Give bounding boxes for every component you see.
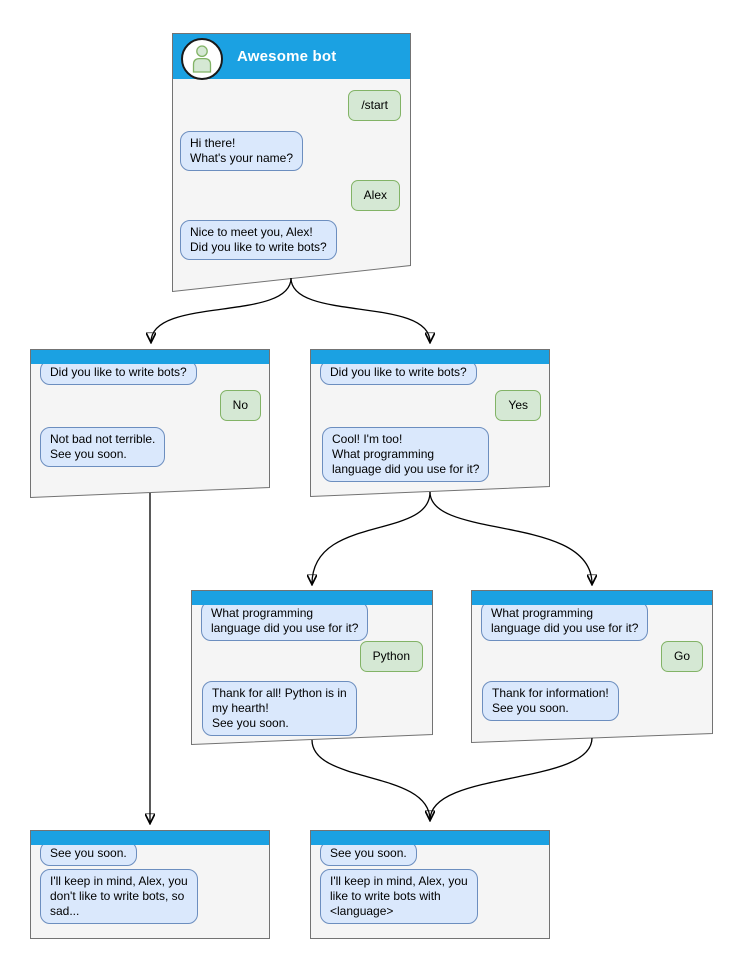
arrow-python-to-end-yes: [311, 739, 430, 820]
chat-window-main: Awesome bot /start Hi there! What's your…: [172, 33, 411, 292]
message-bubble-bot: Cool! I'm too! What programming language…: [322, 427, 490, 482]
window-header: [311, 350, 549, 364]
message-bubble-user: Python: [359, 641, 423, 672]
arrow-go-to-end-yes: [429, 737, 593, 821]
message-bubble-user: /start: [348, 90, 401, 121]
chat-window-end-yes: See you soon. I'll keep in mind, Alex, y…: [310, 830, 550, 939]
chat-window-end-no: See you soon. I'll keep in mind, Alex, y…: [30, 830, 270, 939]
message-bubble-bot: Not bad not terrible. See you soon.: [40, 427, 166, 467]
arrow-yes-to-go: [429, 491, 592, 584]
message-bubble-bot: Did you like to write bots?: [40, 360, 197, 385]
message-bubble-bot: See you soon.: [40, 841, 137, 866]
message-bubble-bot: I'll keep in mind, Alex, you like to wri…: [320, 869, 478, 924]
window-header: Awesome bot: [173, 34, 410, 80]
window-header: [192, 591, 432, 605]
window-title: Awesome bot: [237, 48, 337, 65]
chat-window-branch-python: What programming language did you use fo…: [191, 590, 433, 745]
message-bubble-user: Alex: [350, 180, 400, 211]
window-header: [31, 831, 269, 845]
message-bubble-bot: Thank for all! Python is in my hearth! S…: [202, 681, 357, 736]
message-bubble-bot: See you soon.: [320, 841, 417, 866]
person-icon: [192, 45, 212, 73]
message-bubble-bot: Did you like to write bots?: [320, 360, 477, 385]
message-bubble-bot: Hi there! What's your name?: [180, 131, 304, 171]
message-bubble-user: Yes: [495, 390, 541, 421]
window-header: [472, 591, 712, 605]
message-bubble-bot: Nice to meet you, Alex! Did you like to …: [180, 220, 337, 260]
chat-window-branch-no: Did you like to write bots? No Not bad n…: [30, 349, 270, 498]
window-header: [311, 831, 549, 845]
arrow-yes-to-python: [312, 491, 431, 584]
chat-window-branch-go: What programming language did you use fo…: [471, 590, 713, 743]
bot-avatar: [181, 38, 223, 80]
chat-window-branch-yes: Did you like to write bots? Yes Cool! I'…: [310, 349, 550, 497]
message-bubble-user: Go: [660, 641, 703, 672]
message-bubble-bot: Thank for information! See you soon.: [482, 681, 619, 721]
message-bubble-bot: What programming language did you use fo…: [481, 601, 649, 641]
message-bubble-bot: What programming language did you use fo…: [201, 601, 369, 641]
message-bubble-user: No: [219, 390, 261, 421]
window-header: [31, 350, 269, 364]
message-bubble-bot: I'll keep in mind, Alex, you don't like …: [40, 869, 198, 924]
